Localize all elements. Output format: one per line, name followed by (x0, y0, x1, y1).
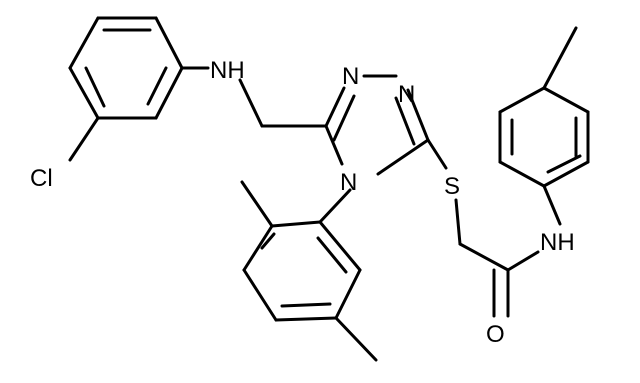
bond (546, 154, 582, 174)
bond (68, 16, 100, 70)
bond (242, 268, 278, 322)
amide-nh-label: NH (540, 229, 575, 256)
bond (542, 160, 590, 188)
bond (316, 236, 348, 274)
bond (84, 66, 106, 108)
bond (498, 160, 546, 188)
bond (542, 184, 562, 226)
bond (154, 66, 184, 120)
bond (240, 180, 274, 228)
bond (334, 316, 378, 362)
triazole-n1-label: N (342, 63, 359, 90)
bond (324, 124, 344, 166)
bond (242, 224, 274, 272)
bond (406, 88, 430, 142)
carbonyl-oxygen-label: O (486, 321, 505, 348)
bond (274, 316, 338, 322)
bond (458, 242, 510, 272)
chlorine-label: Cl (30, 165, 53, 192)
bond (318, 188, 352, 224)
bond (280, 302, 332, 308)
bond (542, 26, 578, 90)
bond (68, 116, 100, 162)
bond (68, 66, 100, 120)
bond (332, 94, 356, 142)
sulfur-label: S (444, 173, 460, 200)
bond (498, 86, 546, 114)
amine-nh-label: NH (210, 57, 245, 84)
bond (324, 86, 346, 128)
bond (454, 198, 462, 246)
bond (154, 16, 184, 70)
bond (318, 220, 362, 272)
bond (334, 268, 362, 320)
bond (506, 250, 540, 272)
bond (270, 220, 322, 228)
bond (426, 138, 448, 170)
bonds (68, 16, 590, 362)
bond (376, 138, 430, 176)
bond (238, 78, 264, 128)
bond (394, 96, 416, 146)
atom-labels: NH Cl N N N S NH O (30, 57, 575, 348)
triazole-n2-label: N (398, 81, 415, 108)
bond (260, 232, 276, 250)
triazole-n4-label: N (340, 169, 357, 196)
bond (146, 66, 168, 106)
bond (542, 86, 590, 114)
